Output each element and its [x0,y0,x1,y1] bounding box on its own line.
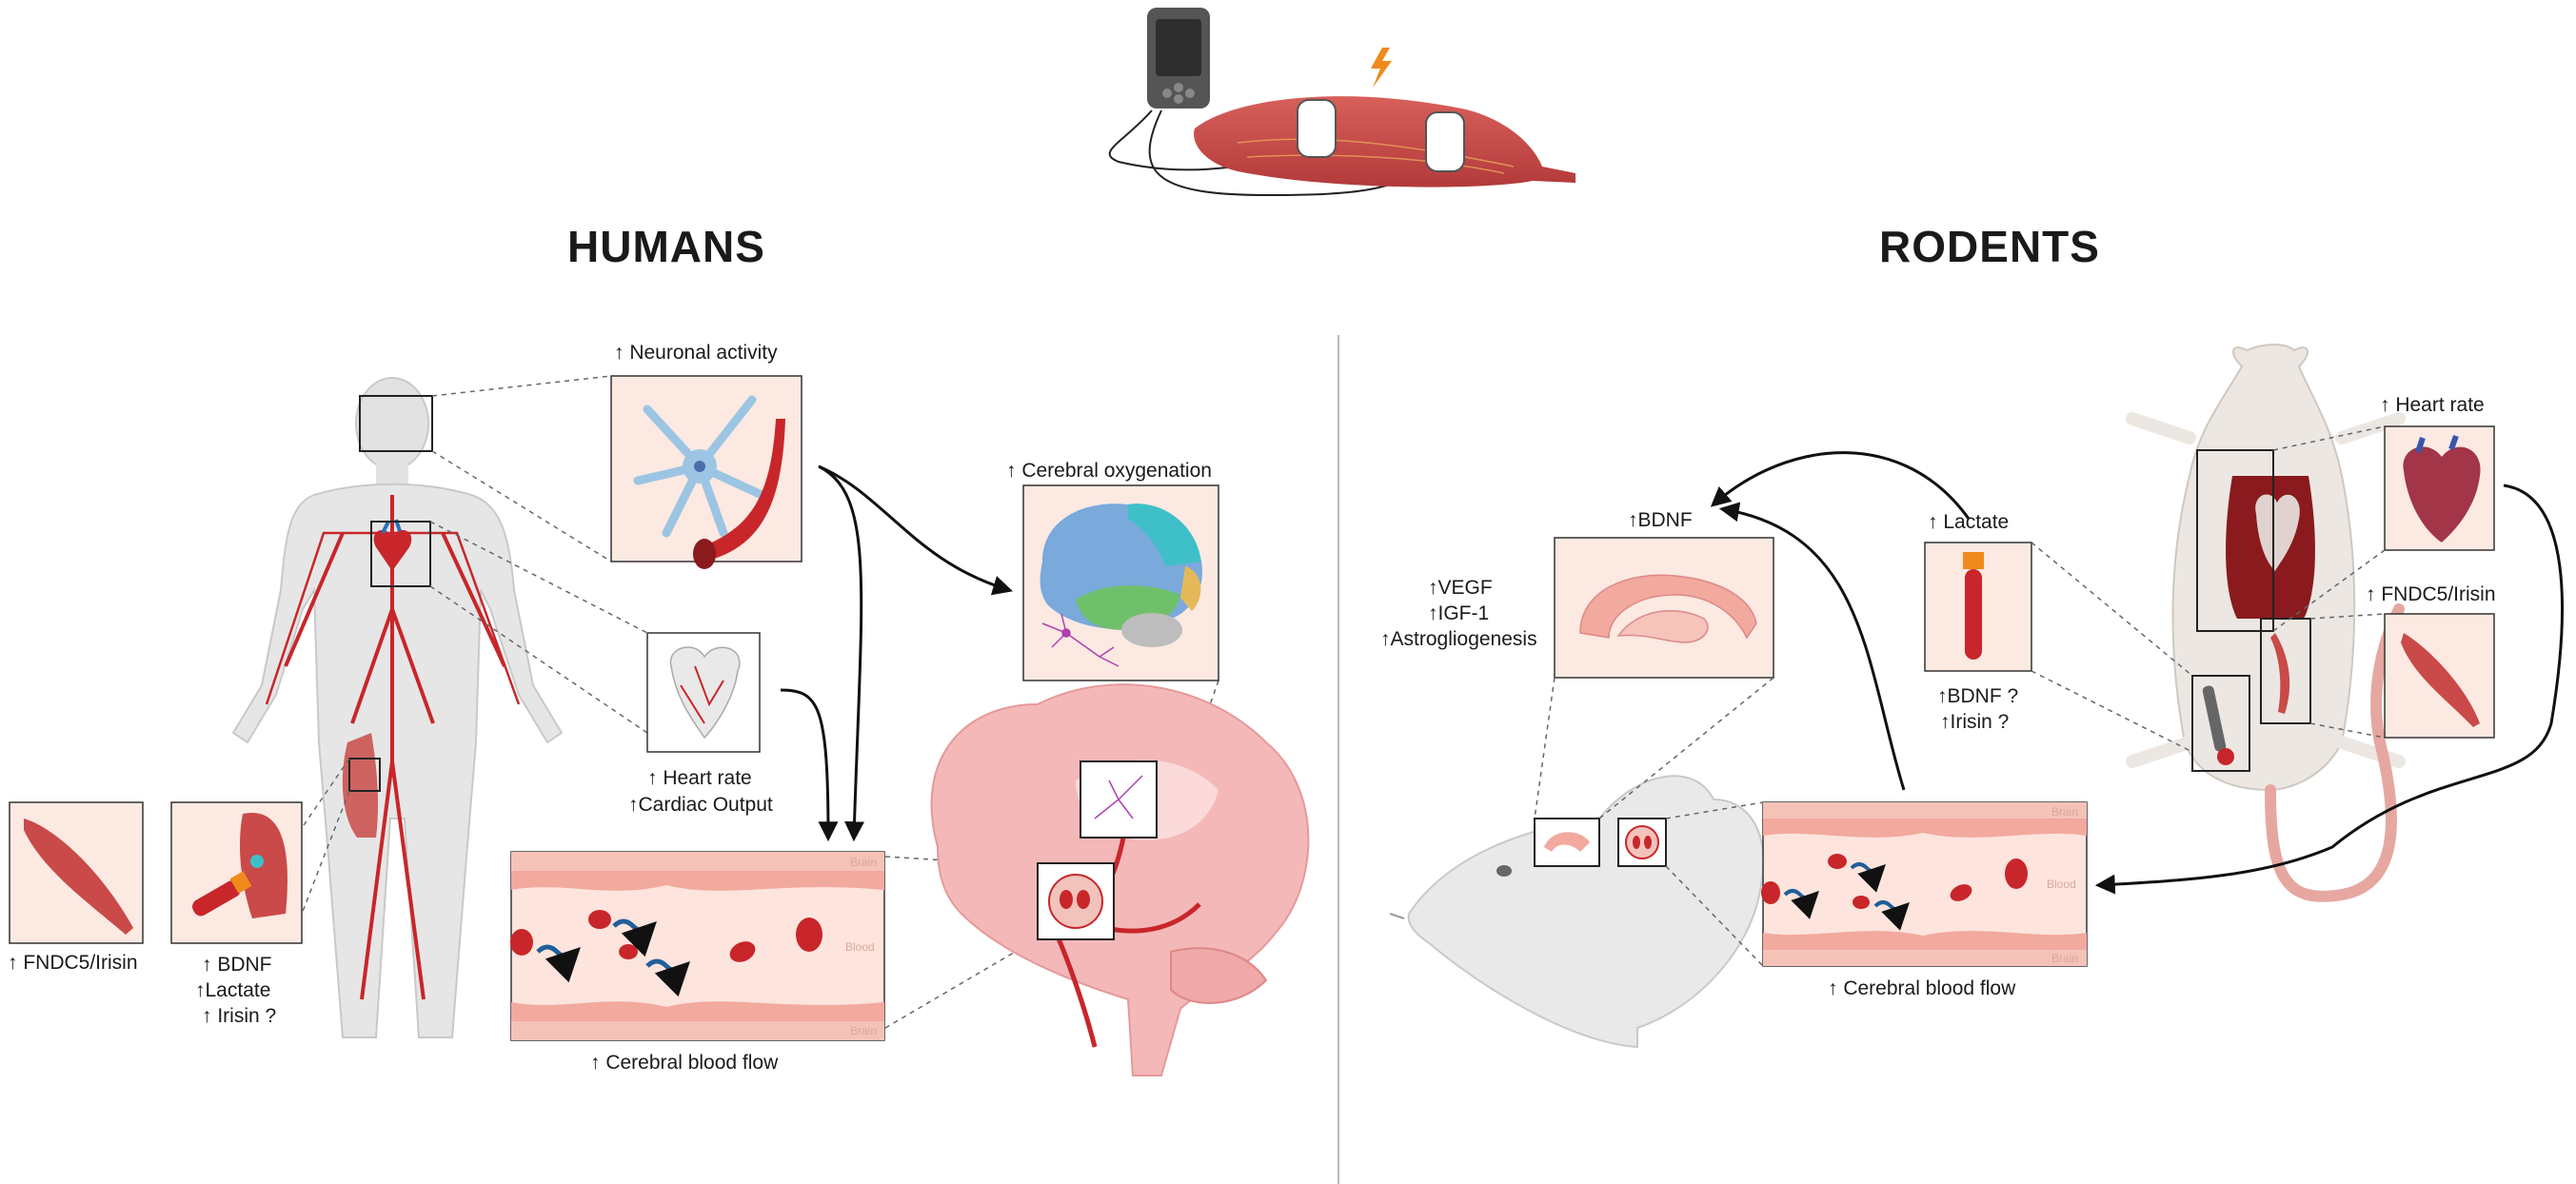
neuron-icon [1041,613,1120,667]
label-cardiac-output: ↑Cardiac Output [628,794,773,816]
lightning-icon [1371,48,1392,88]
label-cerebral-oxygenation: ↑ Cerebral oxygenation [1006,460,1212,482]
label-irisin-q-human: ↑ Irisin ? [202,1005,277,1027]
muscle-icon [1194,96,1575,187]
flow-arrows-rodents [1710,451,2564,895]
flow-arrows-humans [780,464,1014,842]
blood-tube-icon [192,871,252,917]
muscle-panel-fndc5 [9,801,144,944]
lactate-tube-panel [1924,542,2032,672]
mouse-icon [1389,775,1765,1049]
heart-highlight-box [370,521,431,587]
vessel-label-blood-rodent: Blood [2047,878,2076,891]
label-heart-rate-rodent: ↑ Heart rate [2380,394,2485,416]
vessel-label-blood-human: Blood [845,940,875,954]
title-humans: HUMANS [567,222,765,271]
label-bdnf-rodent: ↑BDNF [1628,509,1693,531]
title-rodents: RODENTS [1879,222,2100,271]
vessel-label-brain-top-rodent: Brain [2051,805,2079,819]
label-cerebral-blood-flow-rodent: ↑ Cerebral blood flow [1828,977,2016,999]
label-lactate-rodent: ↑ Lactate [1928,511,2010,533]
label-vegf: ↑VEGF [1428,577,1493,599]
connector-lines-rodents [1534,425,2386,967]
label-heart-rate-human: ↑ Heart rate [647,767,752,789]
vessel-label-brain-bottom-rodent: Brain [2051,952,2079,965]
label-igf1: ↑IGF-1 [1428,602,1490,624]
rodent-muscle-panel [2384,613,2495,739]
brain-oxygenation-panel [1022,484,1219,681]
brain-icon [930,683,1310,1076]
blood-vessel-panel-humans [510,851,885,1041]
label-fndc5-irisin-human: ↑ FNDC5/Irisin [8,952,138,974]
vessel-label-brain-bottom-human: Brain [850,1024,878,1037]
muscle-highlight-box [348,758,381,792]
label-astrogliogenesis: ↑Astrogliogenesis [1380,628,1537,650]
rodent-heart-panel [2384,425,2495,551]
hippocampus-panel [1554,537,1774,679]
brain-highlight-box [359,395,433,452]
label-lactate-human: ↑Lactate [195,979,271,1001]
label-fndc5-irisin-rodent: ↑ FNDC5/Irisin [2366,583,2496,605]
blood-vessel-panel-rodents [1761,801,2088,967]
label-bdnf-human: ↑ BDNF [202,954,272,976]
vessel-label-brain-top-human: Brain [850,856,878,869]
muscle-panel-bdnf [170,801,303,944]
neuron-astrocyte-panel [610,375,803,569]
label-irisin-q-rodent: ↑Irisin ? [1940,711,2010,733]
label-bdnf-q-rodent: ↑BDNF ? [1937,685,2019,707]
stimulator-device-icon [1108,8,1438,197]
astrocyte-icon [633,395,766,538]
label-cerebral-blood-flow-human: ↑ Cerebral blood flow [590,1052,779,1074]
label-neuronal-activity: ↑ Neuronal activity [614,342,778,364]
rat-icon [2126,344,2406,902]
heart-panel [646,632,761,753]
